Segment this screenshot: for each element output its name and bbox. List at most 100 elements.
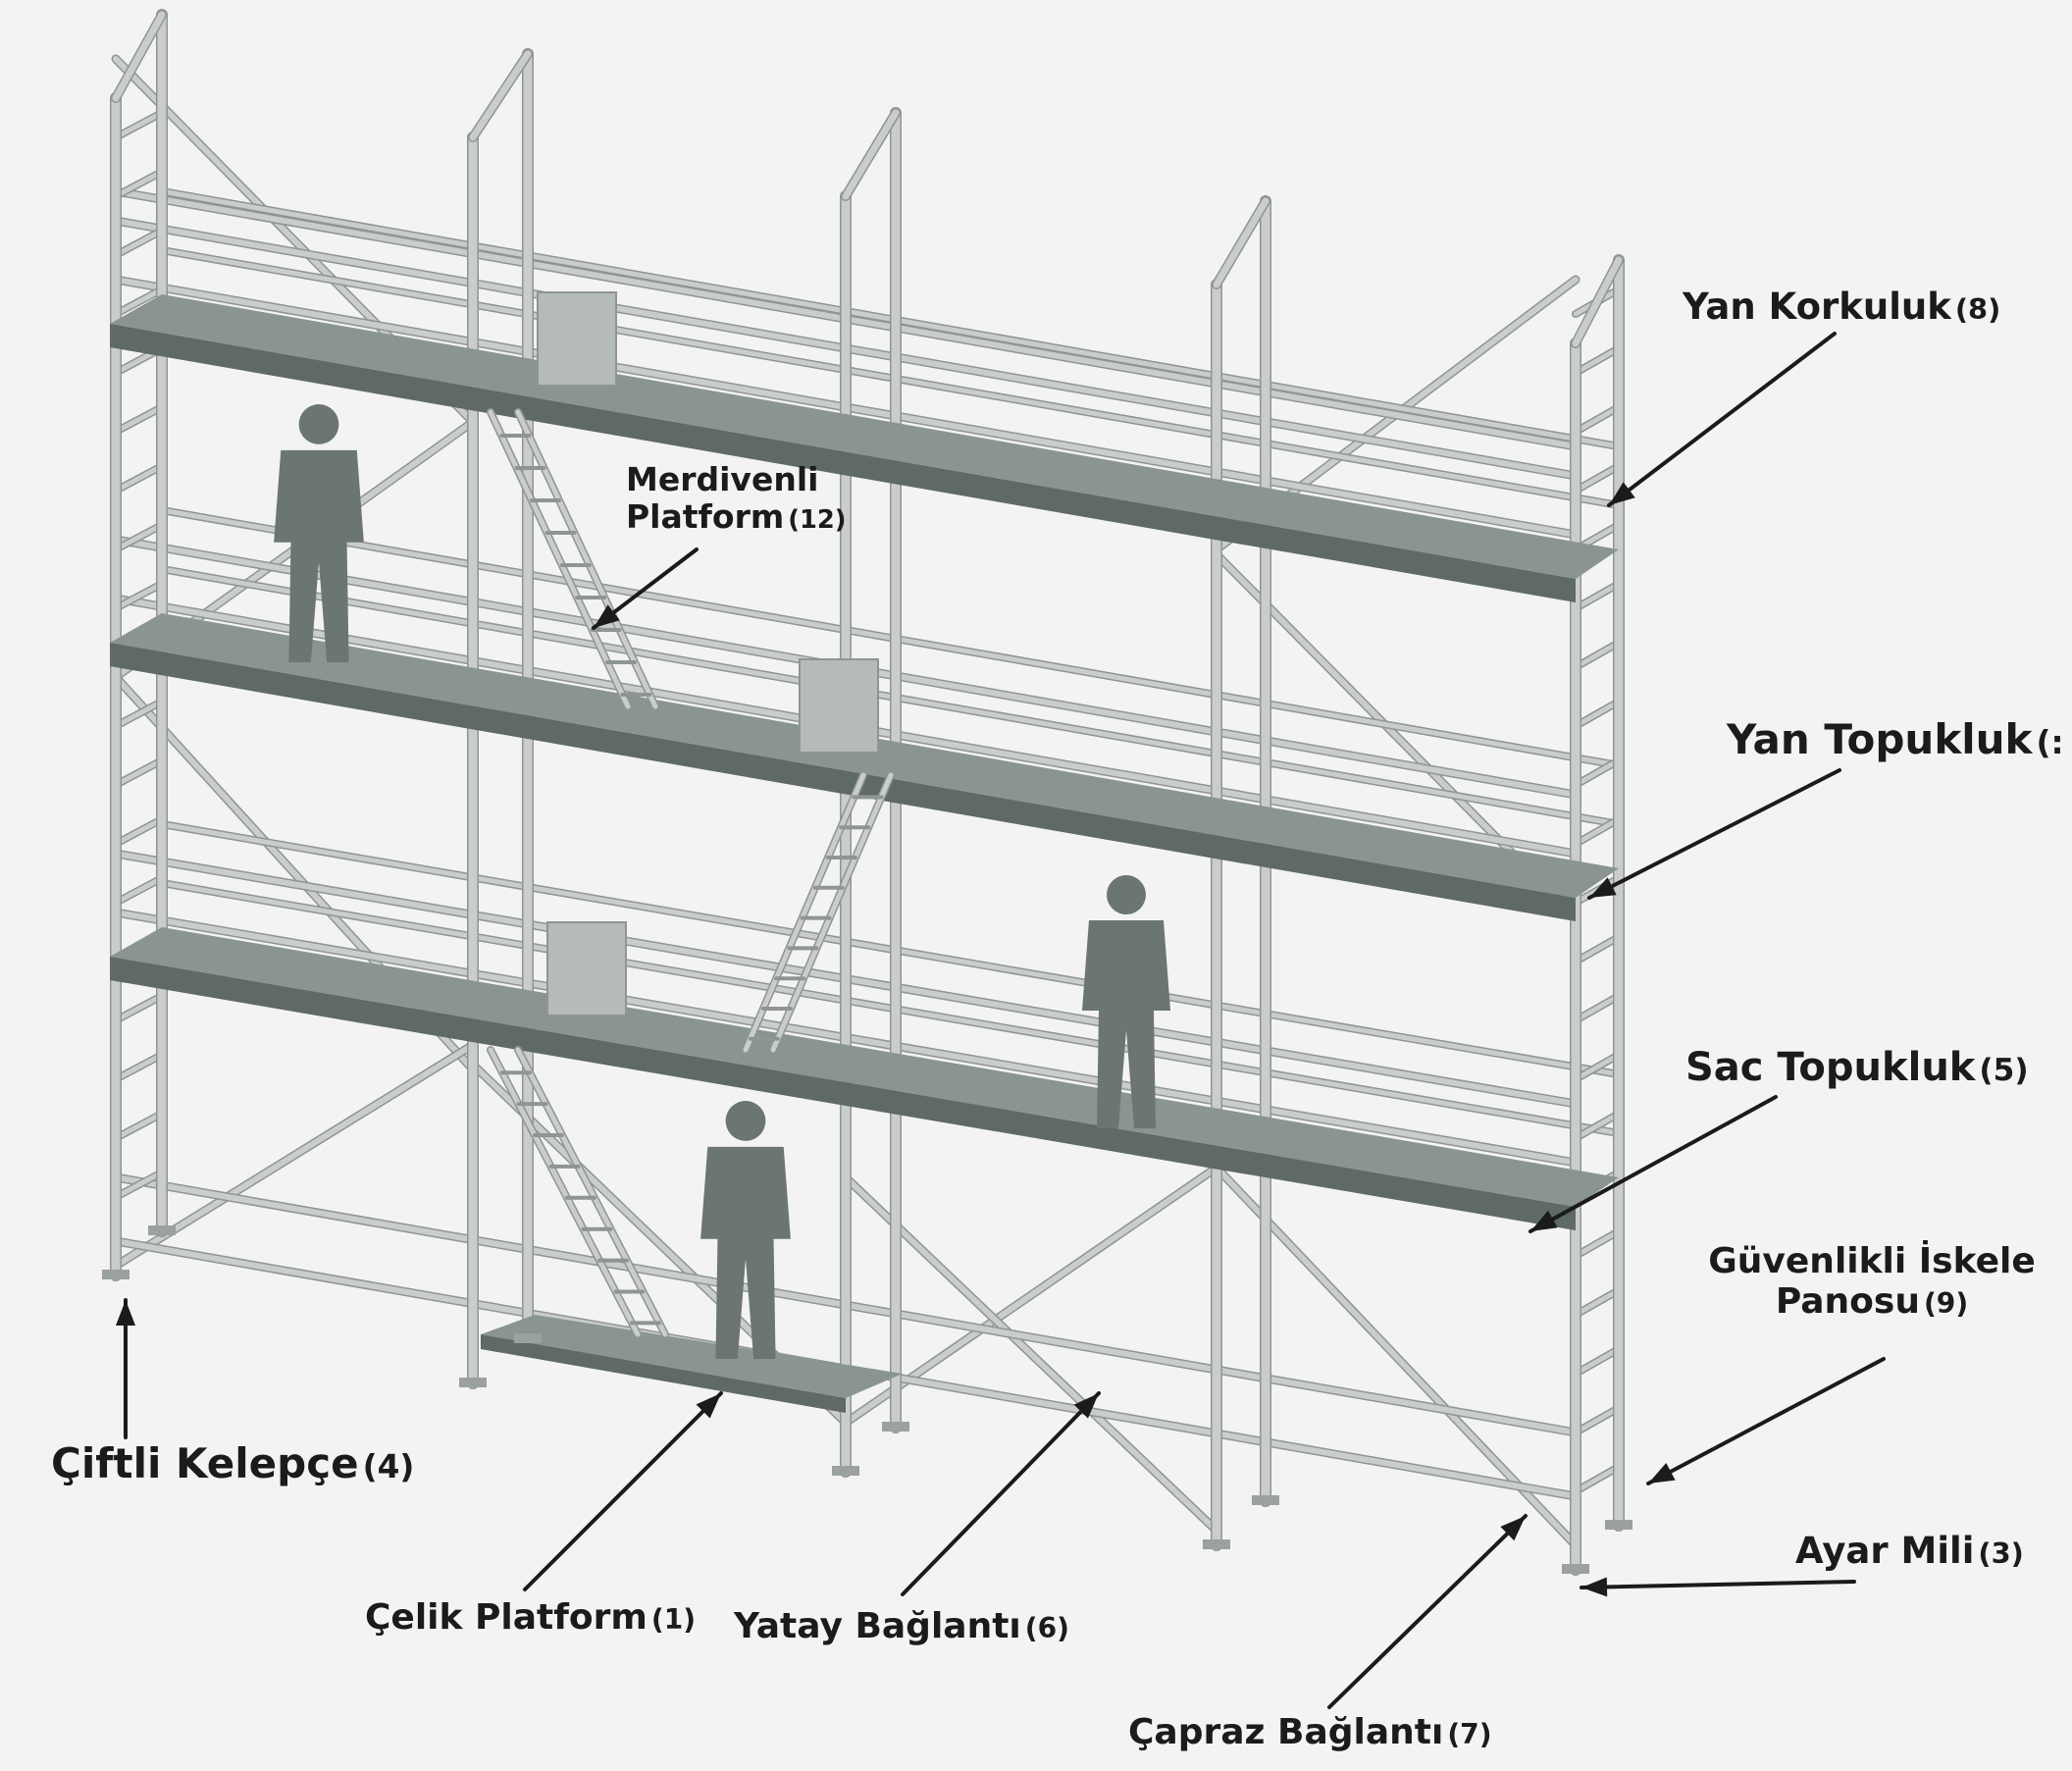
deck-top-l1 [110,294,1619,579]
hatch-panels [537,291,879,1016]
base-plate-front-5 [1562,1564,1589,1574]
end-rung-right [1573,640,1622,670]
arrow-capraz-baglanti-shaft [1327,1514,1528,1709]
end-rung-right [1573,1346,1622,1377]
arrow-merdivenli-platform [592,547,699,630]
label-yatay-baglanti: Yatay Bağlantı(6) [734,1606,1069,1646]
worker-figures [274,404,1170,1359]
worker-2-body [1082,920,1170,1128]
label-merdivenli-platform: Merdivenli Platform(12) [626,460,847,536]
arrow-yatay-baglanti [901,1391,1101,1596]
arrow-yan-topukluk-shaft [1587,768,1841,900]
arrow-sac-topukluk-head [1530,1210,1558,1231]
deck-edge-l3 [110,957,1576,1230]
deck-top-l3 [110,927,1619,1207]
brace-10 [843,1174,1219,1534]
arrow-sac-topukluk [1528,1095,1778,1233]
arrow-ayar-mili [1580,1577,1856,1597]
label-yan-korkuluk: Yan Korkuluk(8) [1683,286,2001,328]
hatch-panel-3 [546,921,627,1016]
label-guvenlikli-iskele-panosu: Güvenlikli İskele Panosu(9) [1708,1241,2036,1323]
end-rung-right [1573,1464,1622,1494]
arrow-celik-platform-head [696,1393,721,1419]
worker-2 [1082,875,1170,1128]
arrow-ciftli-kelepce-head [116,1300,135,1326]
label-ciftli-kelepce: Çiftli Kelepçe(4) [51,1439,415,1487]
end-rung-left [113,404,165,435]
end-rung-right [1573,1287,1622,1318]
arrow-capraz-baglanti-head [1500,1516,1526,1541]
label-yan-topukluk: Yan Topukluk(: [1727,715,2064,763]
deck-top-l2 [110,613,1619,898]
arrow-yan-topukluk-head [1589,877,1617,898]
end-rung-right [1573,993,1622,1023]
ladder-1-rail-b [515,409,658,709]
end-rung-left [113,581,165,611]
end-rung-right [1573,1052,1622,1082]
base-plate-back-3 [882,1422,909,1432]
base-plate-back-4 [1252,1495,1279,1505]
end-rung-right [1573,345,1622,376]
end-rung-left [113,816,165,847]
deck-steel-platform [481,1315,903,1398]
arrow-sac-topukluk-shaft [1528,1095,1778,1233]
end-rung-left [113,522,165,552]
arrow-guvenlikli-iskele-panosu-shaft [1646,1357,1886,1485]
worker-1-body [274,449,364,662]
ladder-3-rail-a [488,1047,641,1337]
end-rung-right [1573,463,1622,494]
post-cap-1 [112,11,166,102]
arrow-yatay-baglanti-shaft [901,1391,1101,1596]
worker-3-body [700,1146,791,1359]
deck-steel-platform-edge [481,1334,846,1413]
base-plate-back-2 [514,1333,542,1343]
end-rung-left [113,757,165,788]
deck-edge-l2 [110,643,1576,921]
arrow-ciftli-kelepce [116,1298,135,1439]
ladder-1-rail-a [488,409,631,709]
end-rung-right [1573,1405,1622,1435]
arrow-merdivenli-platform-head [594,604,620,628]
label-ayar-mili: Ayar Mili(3) [1795,1530,2024,1572]
arrow-ayar-mili-shaft [1580,1580,1856,1589]
arrow-yatay-baglanti-head [1073,1393,1099,1419]
arrow-yan-korkuluk [1607,332,1837,507]
end-rung-right [1573,757,1622,788]
arrow-ayar-mili-head [1581,1577,1608,1597]
end-rung-left [113,875,165,906]
arrow-yan-topukluk [1587,768,1841,900]
hatch-panel-1 [537,291,617,387]
arrow-celik-platform-shaft [523,1391,723,1591]
base-plate-front-2 [459,1378,487,1387]
arrow-celik-platform [523,1391,723,1591]
end-rung-left [113,1052,165,1082]
label-capraz-baglanti: Çapraz Bağlantı(7) [1128,1712,1492,1752]
ladders [487,408,895,1338]
end-rung-right [1573,699,1622,729]
hatch-panel-2 [799,658,879,754]
end-rung-left [113,110,165,140]
post-cap-3 [842,109,900,200]
worker-3-head [725,1101,766,1141]
ladder-2-rail-a [743,772,866,1053]
base-plate-back-5 [1605,1520,1632,1530]
base-plate-front-3 [832,1466,859,1476]
label-sac-topukluk: Sac Topukluk(5) [1685,1045,2029,1090]
end-rung-right [1573,816,1622,847]
guard-rails [111,109,1623,1501]
arrow-yan-korkuluk-shaft [1607,332,1837,507]
arrow-guvenlikli-iskele-panosu [1646,1357,1886,1485]
end-rung-left [113,286,165,317]
worker-2-head [1107,875,1146,914]
end-rung-left [113,228,165,258]
end-rung-right [1573,1228,1622,1259]
arrow-yan-korkuluk-head [1609,482,1635,505]
worker-3 [700,1101,791,1359]
post-cap-2 [469,50,532,141]
base-plate-front-1 [102,1270,130,1279]
end-rung-right [1573,404,1622,435]
deck-platforms [110,294,1619,1413]
worker-1-head [298,404,339,444]
